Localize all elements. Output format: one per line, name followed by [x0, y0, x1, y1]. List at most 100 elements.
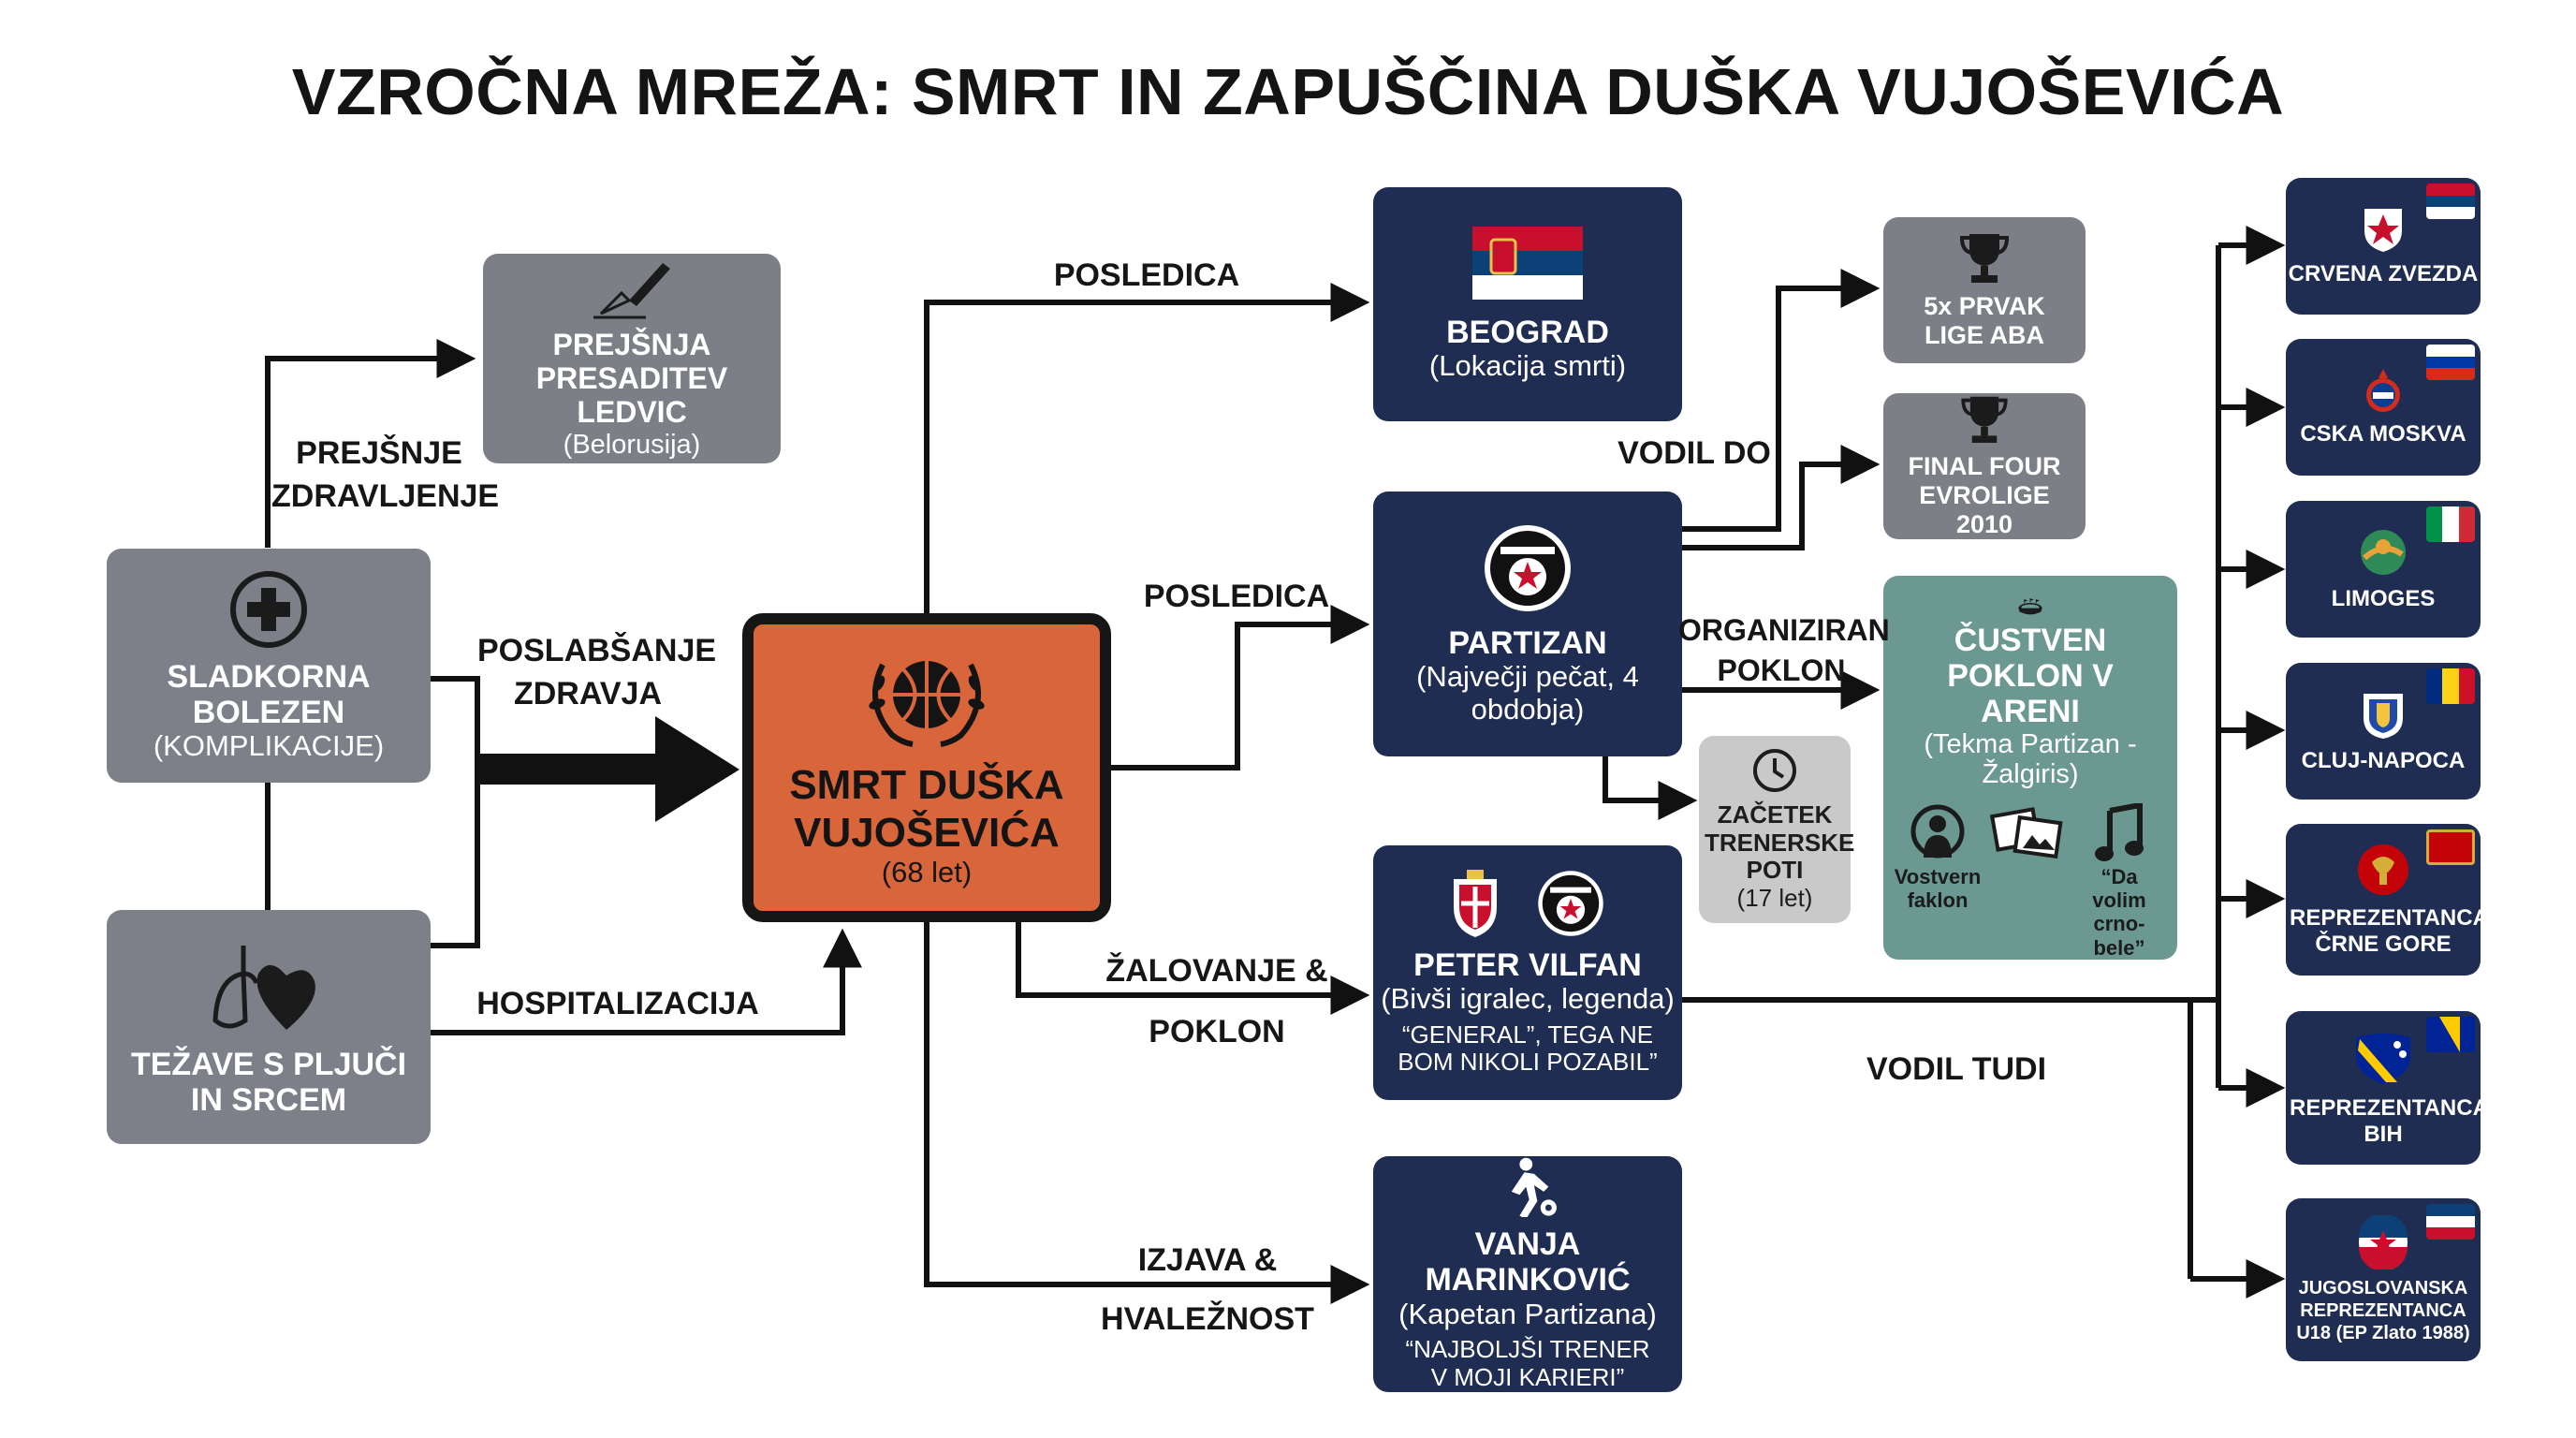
yugoslavia-flag-icon: [2426, 1204, 2475, 1240]
arrow-to-vilfan: [1016, 922, 1370, 1015]
team-limoges[interactable]: LIMOGES: [2286, 501, 2481, 638]
arrow-to-final-four: [1682, 445, 1881, 550]
label-prev-health: PREJŠNJE ZDRAVLJENJE: [271, 435, 500, 514]
diabetes-sub: (KOMPLIKACIJE): [153, 728, 385, 762]
russia-flag-icon: [2426, 345, 2475, 380]
final-four-title: FINAL FOUR EVROLIGE 2010: [1908, 451, 2061, 538]
team-cluj[interactable]: CLUJ-NAPOCA: [2286, 663, 2481, 800]
arrow-to-start: [1603, 756, 1698, 820]
big-arrow: [477, 716, 739, 822]
aba-title: 5x PRVAK LIGE ABA: [1924, 291, 2045, 349]
tribute-item: “Da volim crno-bele”: [2072, 802, 2166, 960]
arrow-to-partizan: [1111, 605, 1370, 770]
team-name: REPREZENTANCA BIH: [2290, 1095, 2489, 1147]
team-name: REPREZENTANCA ČRNE GORE: [2290, 905, 2489, 957]
node-marinkovic[interactable]: VANJA MARINKOVIĆ (Kapetan Partizana) “NA…: [1373, 1156, 1682, 1392]
transplant-sub: (Belorusija): [563, 429, 701, 460]
team-name: CLUJ-NAPOCA: [2301, 748, 2466, 774]
label-also-led: VODIL TUDI: [1866, 1051, 2047, 1087]
tribute-items: Vostvern faklon “Da volim crno-bele”: [1895, 802, 2166, 960]
label-organized: ORGANIZIRAN POKLON: [1678, 613, 1890, 688]
node-tribute[interactable]: ČUSTVEN POKLON V ARENI (Tekma Partizan -…: [1883, 576, 2177, 960]
node-final-four[interactable]: FINAL FOUR EVROLIGE 2010: [1883, 393, 2086, 539]
montenegro-flag-icon: [2426, 829, 2475, 865]
diabetes-title: SLADKORNA BOLEZEN: [167, 658, 371, 730]
torch-icon: [1910, 804, 1965, 858]
trophy-icon: [1959, 233, 2010, 283]
vilfan-quote: “GENERAL”, TEGA NE BOM NIKOLI POZABIL”: [1398, 1020, 1658, 1077]
transplant-title: PREJŠNJA PRESADITEV LEDVIC: [535, 328, 728, 429]
line-weakening-diabetes: [431, 676, 480, 948]
cska-crest-icon: [2366, 369, 2400, 413]
team-name: JUGOSLOVANSKA REPREZENTANCA U18 (EP Zlat…: [2296, 1278, 2470, 1343]
node-coaching-start[interactable]: ZAČETEK TRENERSKE POTI (17 let): [1699, 736, 1855, 923]
serbia-flag-icon: [2426, 183, 2475, 219]
team-yugoslavia-u18[interactable]: JUGOSLOVANSKA REPREZENTANCA U18 (EP Zlat…: [2286, 1198, 2481, 1361]
node-aba[interactable]: 5x PRVAK LIGE ABA: [1883, 217, 2086, 363]
italy-flag-icon: [2426, 506, 2475, 542]
lungs-title: TEŽAVE S PLJUČI IN SRCEM: [130, 1046, 407, 1118]
label-led-to: VODIL DO: [1617, 435, 1771, 471]
romania-flag-icon: [2426, 668, 2475, 704]
label-statement: IZJAVA & HVALEŽNOST: [1101, 1242, 1314, 1337]
tribute-item-label: “Da volim crno-bele”: [2092, 864, 2146, 960]
arrow-to-marinkovic: [924, 922, 1370, 1304]
team-bih[interactable]: REPREZENTANCA BIH: [2286, 1011, 2489, 1165]
scalpel-icon: [593, 263, 670, 319]
lungs-heart-icon: [212, 945, 315, 1030]
partizan-crest-icon: [1538, 870, 1603, 936]
team-name: CSKA MOSKVA: [2300, 421, 2466, 448]
photos-icon: [1989, 806, 2063, 858]
label-mourning: ŽALOVANJE & POKLON: [1105, 953, 1328, 1049]
label-hospitalization: HOSPITALIZACIJA: [476, 986, 759, 1021]
team-name: LIMOGES: [2331, 586, 2436, 612]
team-crvena-zvezda[interactable]: CRVENA ZVEZDA: [2286, 178, 2481, 315]
label-weakening: POSLABŠANJE ZDRAVJA: [477, 633, 717, 712]
clock-icon: [1753, 748, 1796, 792]
team-montenegro[interactable]: REPREZENTANCA ČRNE GORE: [2286, 824, 2489, 976]
tribute-item: Vostvern faklon: [1895, 803, 1981, 960]
node-belgrade[interactable]: BEOGRAD (Lokacija smrti): [1373, 187, 1682, 421]
tribute-item-label: Vostvern faklon: [1894, 864, 1982, 913]
medical-cross-icon: [230, 570, 307, 648]
node-vilfan[interactable]: PETER VILFAN (Bivši igralec, legenda) “G…: [1373, 845, 1682, 1100]
node-transplant[interactable]: PREJŠNJA PRESADITEV LEDVIC (Belorusija): [483, 254, 781, 463]
music-note-icon: [2095, 802, 2144, 861]
player-ball-icon: [1511, 1157, 1557, 1218]
label-consequence-partizan: POSLEDICA: [1143, 579, 1330, 614]
team-name: CRVENA ZVEZDA: [2288, 261, 2479, 287]
node-diabetes[interactable]: SLADKORNA BOLEZEN (KOMPLIKACIJE): [107, 549, 431, 783]
label-consequence-belgrade: POSLEDICA: [1053, 257, 1240, 293]
cluj-crest-icon: [2364, 694, 2403, 740]
crvena-zvezda-crest-icon: [2364, 209, 2402, 253]
marinkovic-title: VANJA MARINKOVIĆ: [1425, 1226, 1631, 1299]
serbia-crest-icon: [1454, 869, 1497, 937]
node-partizan[interactable]: PARTIZAN (Največji pečat, 4 obdobja): [1373, 492, 1682, 756]
tribute-sub: (Tekma Partizan - Žalgiris): [1924, 728, 2137, 790]
stadium-icon: [2018, 598, 2042, 615]
start-title: ZAČETEK TRENERSKE POTI: [1705, 800, 1855, 885]
yugoslavia-crest-icon: [2359, 1215, 2408, 1269]
vilfan-sub: (Bivši igralec, legenda): [1381, 981, 1675, 1015]
marinkovic-sub: (Kapetan Partizana): [1398, 1297, 1657, 1330]
vilfan-title: PETER VILFAN: [1413, 946, 1642, 983]
node-lungs-heart[interactable]: TEŽAVE S PLJUČI IN SRCEM: [107, 910, 431, 1144]
start-sub: (17 let): [1736, 884, 1813, 913]
partizan-title: PARTIZAN: [1448, 624, 1607, 661]
arrow-to-belgrade: [924, 283, 1370, 613]
center-title: SMRT DUŠKA VUJOŠEVIĆA: [789, 762, 1064, 856]
center-sub: (68 let): [881, 856, 973, 889]
serbia-flag-icon: [1472, 226, 1583, 300]
arrow-to-aba: [1682, 269, 1881, 532]
marinkovic-quote: “NAJBOLJŠI TRENER V MOJI KARIERI”: [1405, 1335, 1650, 1392]
team-cska[interactable]: CSKA MOSKVA: [2286, 339, 2481, 476]
tribute-item: [1983, 803, 2070, 960]
partizan-sub: (Največji pečat, 4 obdobja): [1416, 659, 1639, 726]
belgrade-title: BEOGRAD: [1446, 314, 1609, 350]
bih-flag-icon: [2426, 1017, 2475, 1052]
tribute-title: ČUSTVEN POKLON V ARENI: [1947, 622, 2114, 729]
belgrade-sub: (Lokacija smrti): [1428, 348, 1627, 382]
node-center-death[interactable]: SMRT DUŠKA VUJOŠEVIĆA (68 let): [742, 613, 1111, 922]
diagram-title: VZROČNA MREŽA: SMRT IN ZAPUŠČINA DUŠKA V…: [291, 55, 2285, 128]
